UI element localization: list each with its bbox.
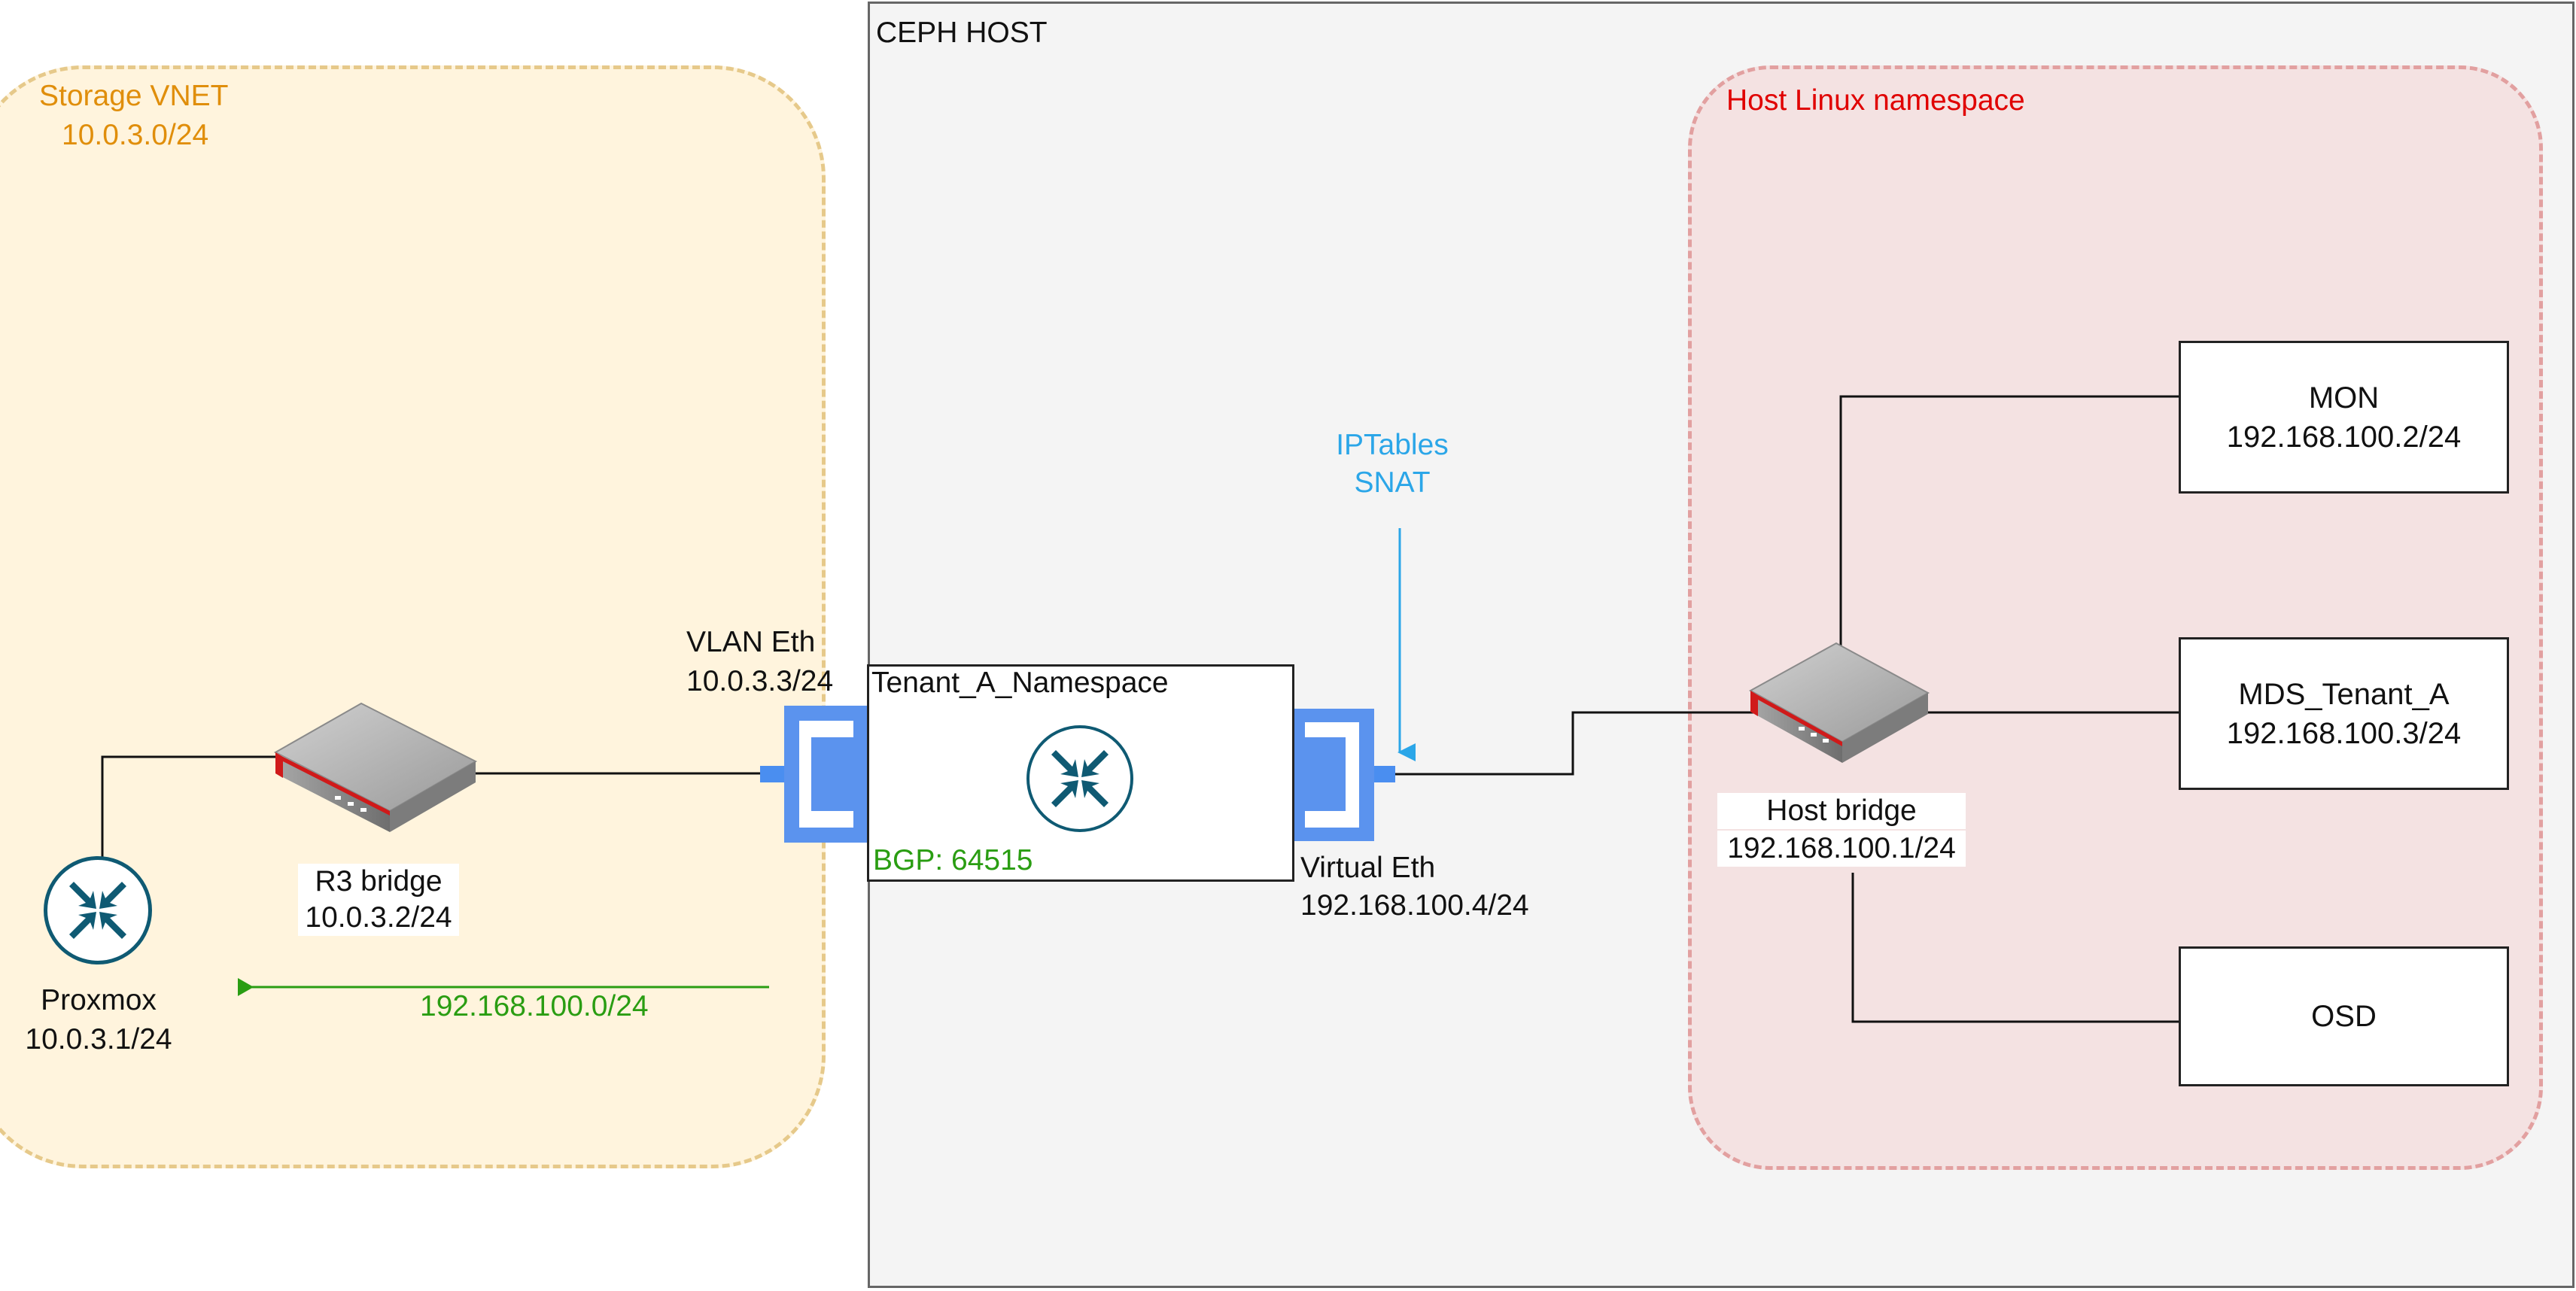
host-namespace-title: Host Linux namespace	[1726, 84, 2025, 117]
mds-name: MDS_Tenant_A	[2238, 677, 2450, 711]
ceph-host-title: CEPH HOST	[876, 17, 1048, 49]
storage-vnet-title: Storage VNET	[39, 80, 229, 112]
mon-box: MON 192.168.100.2/24	[2179, 341, 2509, 494]
mds-ip: 192.168.100.3/24	[2226, 716, 2462, 750]
osd-box: OSD	[2179, 946, 2509, 1086]
tenant-router-icon	[1026, 725, 1133, 832]
r3-bridge-ip: 10.0.3.2/24	[298, 900, 459, 936]
tenant-namespace-title: Tenant_A_Namespace	[871, 667, 1169, 699]
host-bridge-ip: 192.168.100.1/24	[1717, 831, 1966, 867]
proxmox-router-icon	[44, 857, 151, 964]
vlan-eth-interface	[760, 706, 868, 843]
storage-vnet-subnet: 10.0.3.0/24	[62, 119, 209, 151]
proxmox-name: Proxmox	[41, 984, 157, 1016]
virtual-eth-ip: 192.168.100.4/24	[1300, 889, 1529, 922]
r3-bridge-name: R3 bridge	[298, 864, 459, 900]
host-bridge-name: Host bridge	[1717, 793, 1966, 829]
route-annotation-label: 192.168.100.0/24	[420, 990, 649, 1022]
r3-bridge-appliance	[273, 702, 478, 832]
wire-hostbridge-osd	[1851, 873, 2180, 1023]
tenant-bgp-label: BGP: 64515	[873, 844, 1033, 876]
virtual-eth-name: Virtual Eth	[1300, 852, 1436, 884]
vlan-eth-name: VLAN Eth	[686, 626, 816, 658]
iptables-line2: SNAT	[1354, 466, 1431, 499]
mon-ip: 192.168.100.2/24	[2226, 420, 2462, 454]
vlan-eth-ip: 10.0.3.3/24	[686, 665, 834, 697]
virtual-eth-interface	[1293, 709, 1395, 841]
wire-proxmox-r3	[101, 755, 278, 861]
proxmox-ip: 10.0.3.1/24	[25, 1023, 172, 1056]
wire-veth-hostbridge	[1391, 711, 1753, 776]
storage-vnet-zone	[0, 65, 826, 1168]
iptables-line1: IPTables	[1336, 429, 1449, 461]
mon-name: MON	[2308, 381, 2380, 415]
mds-box: MDS_Tenant_A 192.168.100.3/24	[2179, 637, 2509, 790]
wire-hostbridge-mon	[1839, 395, 2180, 649]
osd-name: OSD	[2311, 1000, 2377, 1033]
host-bridge-appliance	[1748, 642, 1930, 763]
